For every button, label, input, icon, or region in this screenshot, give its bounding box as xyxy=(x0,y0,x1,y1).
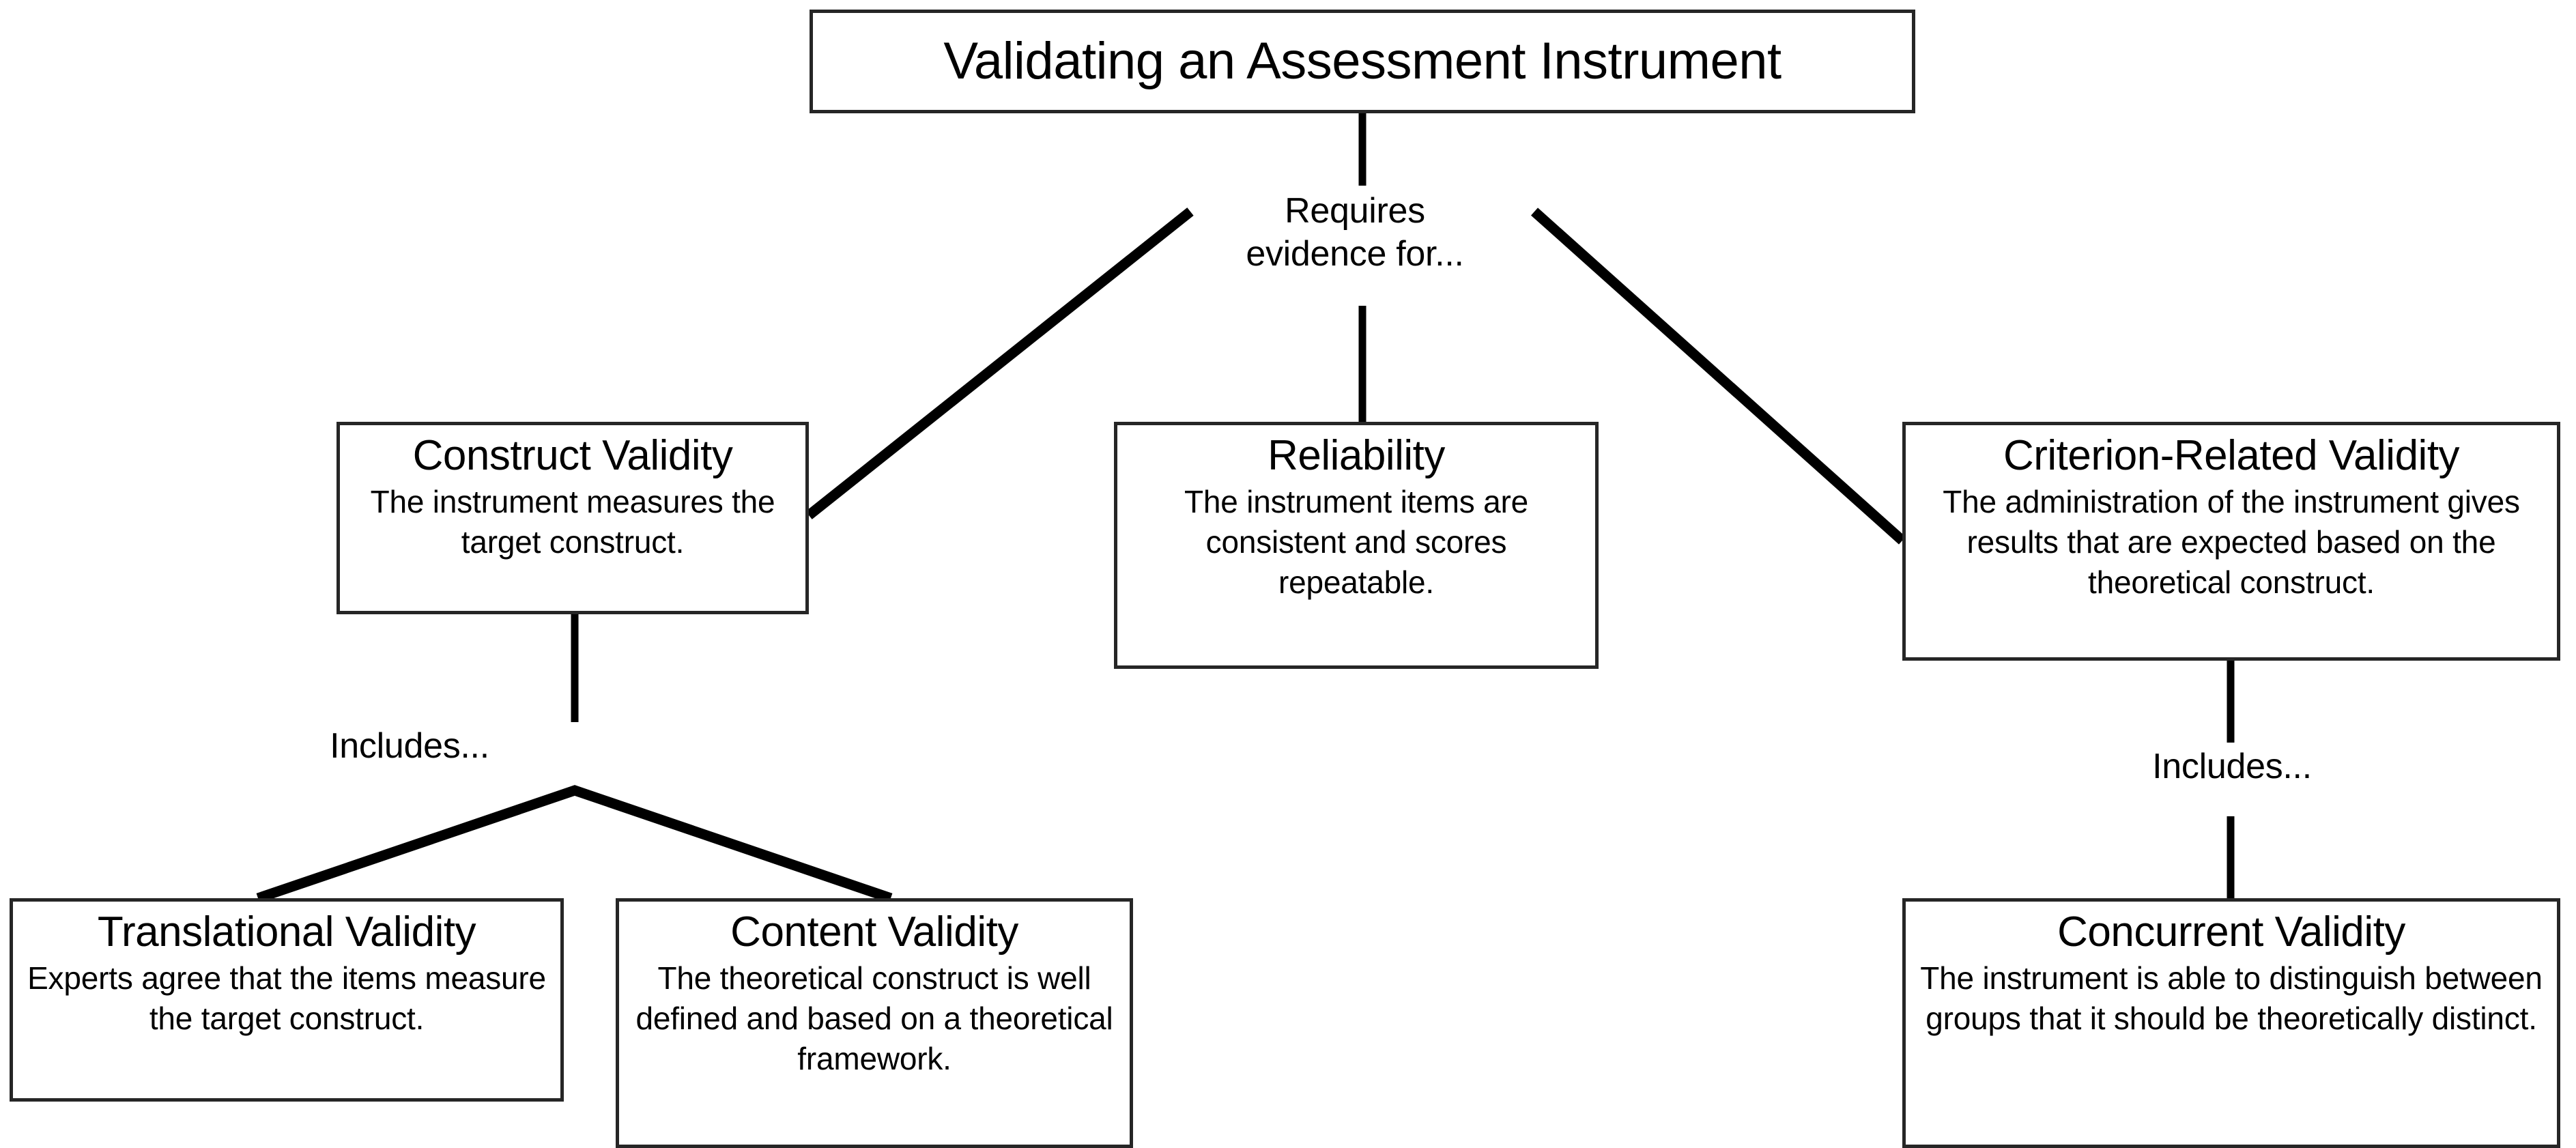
node-translational-validity-title: Translational Validity xyxy=(97,908,476,956)
node-criterion-related-validity-title: Criterion-Related Validity xyxy=(2003,432,2460,479)
node-concurrent-validity-title: Concurrent Validity xyxy=(2057,908,2405,956)
node-reliability-description: The instrument items are consistent and … xyxy=(1184,484,1528,601)
node-translational-validity-description: Experts agree that the items measure the… xyxy=(27,960,546,1037)
node-root[interactable]: Validating an Assessment Instrument xyxy=(810,10,1915,113)
node-construct-validity[interactable]: Construct Validity The instrument measur… xyxy=(337,422,809,614)
node-root-title: Validating an Assessment Instrument xyxy=(943,32,1781,91)
node-content-validity-title: Content Validity xyxy=(730,908,1018,956)
node-construct-validity-title: Construct Validity xyxy=(412,432,733,479)
node-criterion-related-validity[interactable]: Criterion-Related Validity The administr… xyxy=(1902,422,2560,661)
node-criterion-related-validity-description: The administration of the instrument giv… xyxy=(1943,484,2520,601)
node-concurrent-validity[interactable]: Concurrent Validity The instrument is ab… xyxy=(1902,898,2560,1148)
node-reliability-title: Reliability xyxy=(1268,432,1445,479)
node-translational-validity[interactable]: Translational Validity Experts agree tha… xyxy=(10,898,564,1102)
edge-label-requires: Requires evidence for... xyxy=(1246,191,1464,274)
node-content-validity[interactable]: Content Validity The theoretical constru… xyxy=(616,898,1133,1148)
edge-label-includes-left: Includes... xyxy=(330,726,489,766)
node-content-validity-description: The theoretical construct is well define… xyxy=(635,960,1113,1077)
node-construct-validity-description: The instrument measures the target const… xyxy=(370,484,775,560)
node-reliability[interactable]: Reliability The instrument items are con… xyxy=(1114,422,1599,669)
node-concurrent-validity-description: The instrument is able to distinguish be… xyxy=(1920,960,2543,1037)
edge-label-includes-right: Includes... xyxy=(2152,747,2312,786)
connector-includes-left-fork xyxy=(256,785,893,904)
